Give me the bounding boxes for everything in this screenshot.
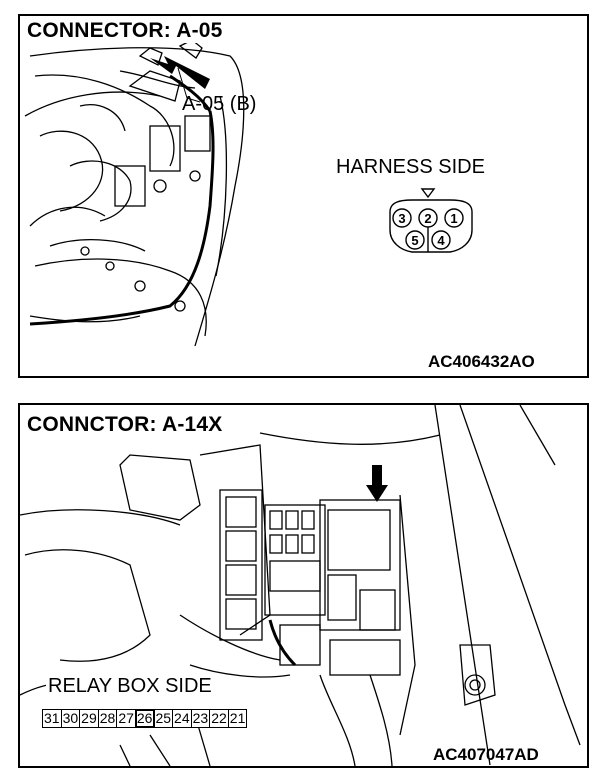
pin-21: 21 xyxy=(229,710,246,726)
relay-box-pin-row: 31 30 29 28 27 26 25 24 23 22 21 xyxy=(42,709,248,728)
pin-22: 22 xyxy=(211,710,229,727)
relay-box-illustration xyxy=(20,405,581,766)
pin-31: 31 xyxy=(44,710,62,727)
pin-26-highlighted: 26 xyxy=(134,709,156,728)
connector-title: CONNECTOR: A-05 xyxy=(24,19,226,43)
pin-30: 30 xyxy=(62,710,81,727)
pin-23: 23 xyxy=(192,710,211,727)
pin-24: 24 xyxy=(174,710,192,727)
location-arrow xyxy=(366,465,388,502)
connector-title: CONNCTOR: A-14X xyxy=(24,413,226,437)
connector-a14x-panel: CONNCTOR: A-14X RELAY BOX SIDE 31 30 29 … xyxy=(18,403,589,768)
engine-bay-illustration xyxy=(24,39,245,347)
pin-27: 27 xyxy=(118,710,136,727)
figure-code: AC406432AO xyxy=(428,352,535,371)
connector-a05-panel: CONNECTOR: A-05 A-05 (B) HARNESS SIDE 3 … xyxy=(18,14,589,378)
pin-28: 28 xyxy=(99,710,118,727)
pin-29: 29 xyxy=(81,710,99,727)
location-arrow xyxy=(150,56,210,89)
harness-side-label: HARNESS SIDE xyxy=(336,156,485,178)
connector-callout-label: A-05 (B) xyxy=(182,93,257,115)
relay-box-side-label: RELAY BOX SIDE xyxy=(46,675,214,697)
figure-code: AC407047AD xyxy=(433,745,539,764)
pin-25: 25 xyxy=(155,710,174,727)
